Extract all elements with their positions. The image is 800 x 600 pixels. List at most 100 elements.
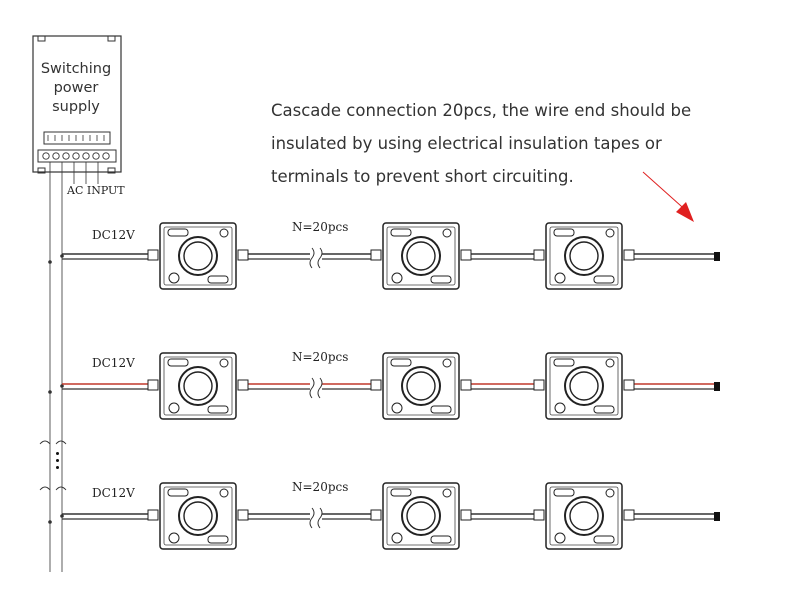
terminal-screw (92, 152, 100, 160)
wire-break-mark (309, 377, 323, 399)
led-module (159, 352, 237, 420)
terminal-screw (82, 152, 90, 160)
terminal-screw (62, 152, 70, 160)
red-arrow-head (676, 202, 694, 222)
mounting-hole (168, 532, 180, 544)
mounting-tab (37, 35, 46, 42)
module-tag (390, 358, 412, 367)
side-connector (460, 509, 472, 521)
mounting-hole (219, 358, 229, 368)
module-inner-frame (549, 486, 619, 546)
mounting-hole (605, 358, 615, 368)
bus-tap-dot (60, 384, 64, 388)
led-module (382, 482, 460, 550)
module-inner-frame (163, 486, 233, 546)
row-voltage-label: DC12V (92, 356, 135, 370)
side-connector (623, 509, 635, 521)
lens-outer (401, 496, 441, 536)
row-count-label: N=20pcs (292, 220, 349, 234)
wire-break-mark (309, 247, 323, 269)
side-connector (370, 249, 382, 261)
side-connector (147, 249, 159, 261)
terminal-block (37, 149, 117, 163)
power-supply-box (32, 35, 122, 173)
module-tag (207, 535, 229, 544)
side-connector (237, 509, 249, 521)
mounting-hole (554, 532, 566, 544)
lens-inner (569, 241, 599, 271)
bus-break-mark (39, 486, 67, 491)
module-inner-frame (386, 226, 456, 286)
terminal-screw (52, 152, 60, 160)
module-tag (390, 228, 412, 237)
module-inner-frame (163, 356, 233, 416)
side-connector (533, 249, 545, 261)
led-module (545, 222, 623, 290)
module-tag (207, 275, 229, 284)
lens-outer (564, 236, 604, 276)
led-module (545, 482, 623, 550)
continuation-dots (55, 452, 61, 473)
mounting-hole (391, 272, 403, 284)
row-voltage-label: DC12V (92, 486, 135, 500)
lens-inner (569, 501, 599, 531)
module-tag (207, 405, 229, 414)
module-inner-frame (549, 226, 619, 286)
led-module (382, 352, 460, 420)
row-voltage-label: DC12V (92, 228, 135, 242)
module-tag (593, 275, 615, 284)
side-connector (533, 379, 545, 391)
lens-inner (183, 501, 213, 531)
cascade-note: Cascade connection 20pcs, the wire end s… (271, 94, 741, 193)
side-connector (237, 249, 249, 261)
module-inner-frame (549, 356, 619, 416)
row-count-label: N=20pcs (292, 480, 349, 494)
side-connector (370, 509, 382, 521)
terminal-screw (42, 152, 50, 160)
led-module (159, 482, 237, 550)
led-module (545, 352, 623, 420)
module-tag (553, 358, 575, 367)
lens-outer (401, 236, 441, 276)
mounting-tab (107, 167, 116, 174)
side-connector (147, 379, 159, 391)
lens-inner (406, 501, 436, 531)
wire-end (714, 252, 720, 261)
mounting-hole (168, 402, 180, 414)
mounting-hole (442, 228, 452, 238)
mounting-hole (168, 272, 180, 284)
bus-tap-dot (48, 390, 52, 394)
mounting-hole (391, 532, 403, 544)
lens-outer (401, 366, 441, 406)
side-connector (147, 509, 159, 521)
wire-break-mark (309, 507, 323, 529)
side-connector (460, 249, 472, 261)
side-connector (370, 379, 382, 391)
lens-inner (406, 241, 436, 271)
mounting-hole (219, 488, 229, 498)
module-tag (430, 275, 452, 284)
bus-break-mark (39, 440, 67, 445)
module-inner-frame (163, 226, 233, 286)
terminal-screw (72, 152, 80, 160)
mounting-hole (554, 402, 566, 414)
lens-outer (178, 236, 218, 276)
module-tag (430, 535, 452, 544)
mounting-tab (37, 167, 46, 174)
lens-inner (183, 241, 213, 271)
side-connector (623, 379, 635, 391)
bus-tap-dot (48, 520, 52, 524)
lens-outer (564, 496, 604, 536)
lens-inner (406, 371, 436, 401)
module-tag (593, 405, 615, 414)
module-tag (390, 488, 412, 497)
side-connector (460, 379, 472, 391)
mounting-hole (219, 228, 229, 238)
voltage-marking-box (43, 131, 111, 145)
wire-end (714, 382, 720, 391)
bus-tap-dot (60, 514, 64, 518)
note-line: terminals to prevent short circuiting. (271, 167, 574, 186)
module-tag (167, 228, 189, 237)
